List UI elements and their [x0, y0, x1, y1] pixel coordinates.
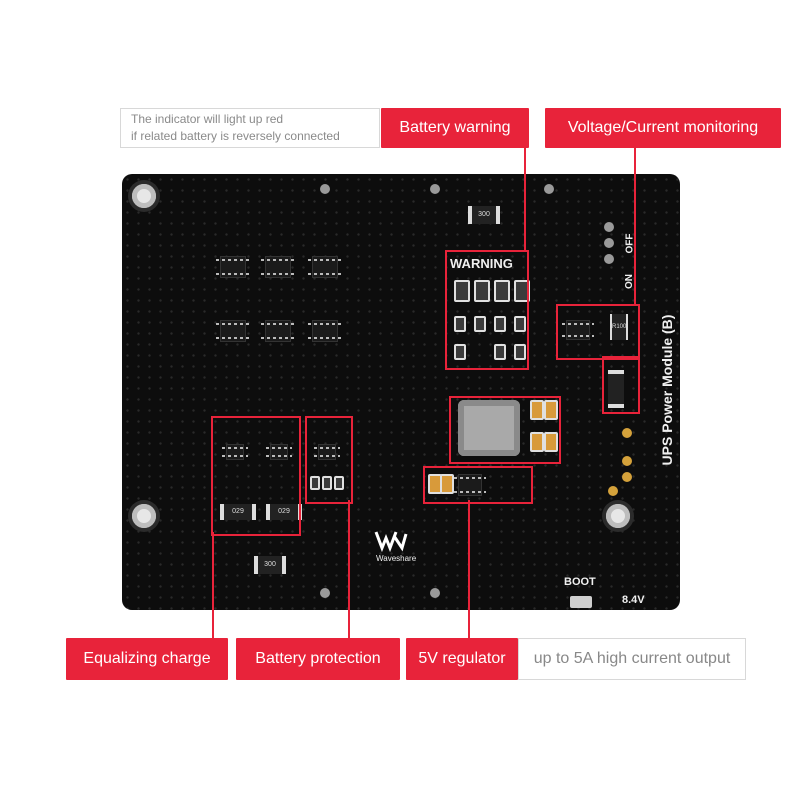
mounting-hole — [606, 504, 630, 528]
connector-line — [212, 532, 214, 640]
regulator-ic — [454, 474, 486, 496]
via-hole — [320, 588, 330, 598]
pcb-board: 300 300 WARNING R100 029 029 ON OFF UPS … — [122, 174, 680, 610]
boot-button — [570, 596, 592, 608]
resistor-029: 029 — [220, 504, 256, 520]
ic-chip — [308, 320, 342, 342]
battery-protection-callout: Battery protection — [236, 638, 400, 680]
capacitor — [530, 432, 544, 452]
pin-pad — [604, 222, 614, 232]
current-output-note: up to 5A high current output — [518, 638, 746, 680]
connector-line — [524, 148, 526, 252]
gold-pad — [622, 456, 632, 466]
monitoring-highlight-b — [602, 356, 640, 414]
waveshare-logo-icon — [374, 531, 408, 553]
smd-part — [322, 476, 332, 490]
smd-part — [514, 316, 526, 332]
connector-line — [634, 148, 636, 306]
capacitor — [530, 400, 544, 420]
indicator-note-line2: if related battery is reversely connecte… — [131, 129, 340, 143]
warning-led — [454, 280, 470, 302]
ic-chip — [314, 444, 340, 460]
capacitor — [544, 400, 558, 420]
regulator-callout: 5V regulator — [406, 638, 518, 680]
via-hole — [544, 184, 554, 194]
protection-highlight — [305, 416, 353, 504]
smd-part — [334, 476, 344, 490]
ic-chip — [261, 256, 295, 278]
smd-part — [474, 316, 486, 332]
gold-pad — [622, 472, 632, 482]
smd-part — [494, 344, 506, 360]
connector-line — [348, 500, 350, 640]
pin-pad — [604, 254, 614, 264]
inductor — [458, 400, 520, 456]
pin-pad — [604, 238, 614, 248]
warning-led — [474, 280, 490, 302]
via-hole — [320, 184, 330, 194]
smd-part — [310, 476, 320, 490]
warning-led — [494, 280, 510, 302]
regulator-highlight-a — [449, 396, 561, 464]
regulator-highlight-b — [423, 466, 533, 504]
resistor-300: 300 — [254, 556, 286, 574]
shunt-resistor — [608, 370, 624, 408]
resistor-r100: R100 — [610, 314, 628, 340]
battery-warning-highlight — [445, 250, 529, 370]
monitor-ic — [562, 320, 594, 340]
indicator-note-line1: The indicator will light up red — [131, 112, 284, 126]
ic-chip — [222, 444, 248, 460]
mounting-hole — [132, 504, 156, 528]
capacitor — [544, 432, 558, 452]
smd-part — [514, 344, 526, 360]
waveshare-logo — [374, 528, 408, 557]
ic-chip — [266, 444, 292, 460]
voltage-current-callout: Voltage/Current monitoring — [545, 108, 781, 148]
ic-chip — [308, 256, 342, 278]
ic-chip — [216, 256, 250, 278]
monitoring-highlight-a — [556, 304, 640, 360]
capacitor — [440, 474, 454, 494]
smd-part — [454, 344, 466, 360]
warning-label: WARNING — [450, 256, 513, 271]
boot-label: BOOT — [564, 576, 596, 588]
connector-line — [468, 500, 470, 640]
module-name-label: UPS Power Module (B) — [659, 314, 675, 466]
equalizing-charge-callout: Equalizing charge — [66, 638, 228, 680]
smd-part — [454, 316, 466, 332]
via-hole — [430, 588, 440, 598]
equalizing-highlight — [211, 416, 301, 536]
warning-led — [514, 280, 530, 302]
gold-pad — [622, 428, 632, 438]
mounting-hole — [132, 184, 156, 208]
smd-part — [494, 316, 506, 332]
voltage-label: 8.4V — [622, 594, 645, 606]
gold-pad — [608, 486, 618, 496]
ic-chip — [261, 320, 295, 342]
via-hole — [430, 184, 440, 194]
indicator-note: The indicator will light up red if relat… — [120, 108, 380, 148]
brand-label: Waveshare — [376, 554, 417, 563]
resistor-300: 300 — [468, 206, 500, 224]
ic-chip — [216, 320, 250, 342]
battery-warning-callout: Battery warning — [381, 108, 529, 148]
